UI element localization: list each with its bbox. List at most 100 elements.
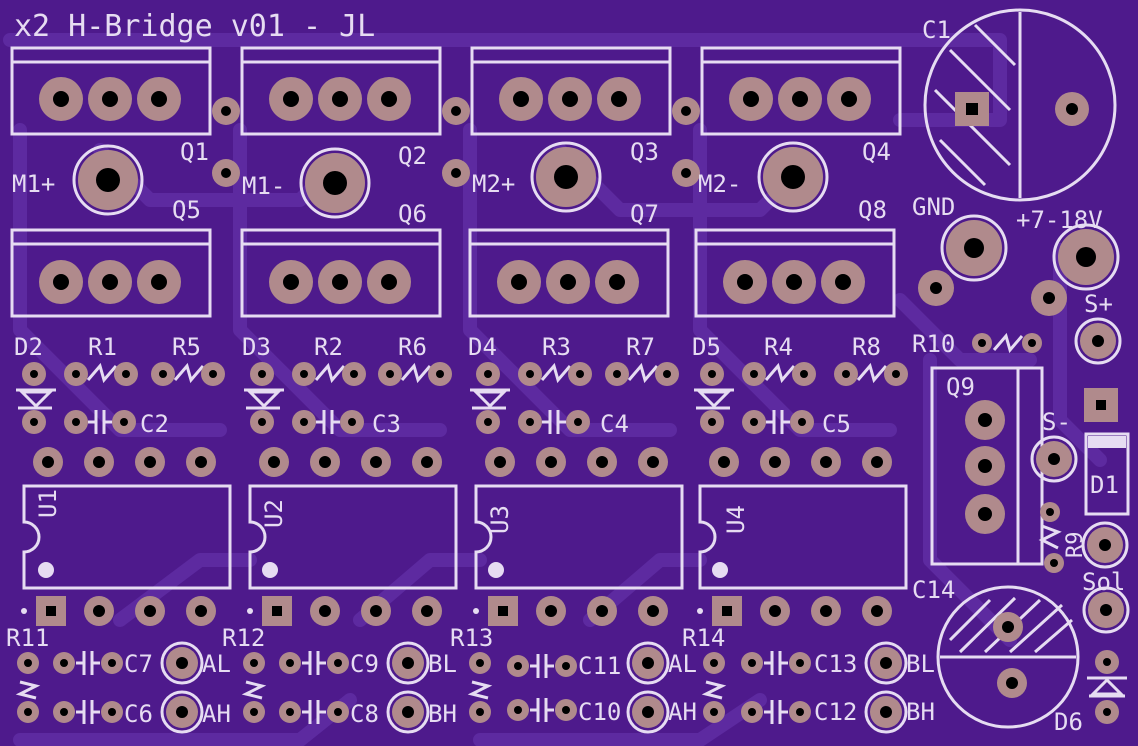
label-s-plus: S+ bbox=[1084, 290, 1113, 318]
terminal-m1-plus bbox=[72, 144, 144, 216]
label-r12: R12 bbox=[222, 624, 265, 652]
mosfet-q1 bbox=[10, 46, 212, 136]
label-r14: R14 bbox=[682, 624, 725, 652]
label-c5: C5 bbox=[822, 410, 851, 438]
label-d3: D3 bbox=[242, 333, 271, 361]
diode-d6 bbox=[1087, 650, 1127, 724]
label-q7: Q7 bbox=[630, 200, 659, 228]
label-c3: C3 bbox=[372, 410, 401, 438]
bootstrap-group-2 bbox=[241, 641, 430, 734]
label-r8: R8 bbox=[852, 333, 881, 361]
mosfet-q2 bbox=[240, 46, 442, 136]
capacitor-c14 bbox=[936, 585, 1080, 729]
driver-group-1 bbox=[16, 362, 225, 434]
label-d6: D6 bbox=[1054, 708, 1083, 736]
label-r7: R7 bbox=[626, 333, 655, 361]
label-d1: D1 bbox=[1090, 471, 1119, 499]
terminal-vin bbox=[1052, 223, 1120, 291]
label-bl-1: BL bbox=[428, 650, 457, 678]
label-al-1: AL bbox=[202, 650, 231, 678]
label-c9: C9 bbox=[350, 650, 379, 678]
label-m1-minus: M1- bbox=[242, 172, 285, 200]
label-m2-plus: M2+ bbox=[472, 170, 515, 198]
label-q6: Q6 bbox=[398, 200, 427, 228]
label-bh-2: BH bbox=[906, 698, 935, 726]
terminal-m1-minus bbox=[299, 147, 371, 219]
label-m1-plus: M1+ bbox=[12, 170, 55, 198]
mosfet-q6 bbox=[240, 228, 442, 318]
label-c7: C7 bbox=[124, 650, 153, 678]
capacitor-c1 bbox=[923, 8, 1117, 202]
label-c10: C10 bbox=[578, 698, 621, 726]
terminal-s-minus bbox=[1030, 388, 1118, 483]
label-c11: C11 bbox=[578, 652, 621, 680]
mosfet-q3 bbox=[470, 46, 672, 136]
label-r13: R13 bbox=[450, 624, 493, 652]
label-r4: R4 bbox=[764, 333, 793, 361]
terminal-m2-plus bbox=[530, 141, 602, 213]
label-ah-1: AH bbox=[202, 700, 231, 728]
terminal-s-plus bbox=[1074, 317, 1122, 365]
mosfet-q5 bbox=[10, 228, 212, 318]
ic-u3 bbox=[473, 447, 684, 626]
driver-group-4 bbox=[694, 362, 908, 434]
terminal-m2-minus bbox=[757, 141, 829, 213]
label-u1: U1 bbox=[34, 489, 62, 518]
ic-u1 bbox=[21, 447, 232, 626]
label-d4: D4 bbox=[468, 333, 497, 361]
label-ah-2: AH bbox=[668, 698, 697, 726]
mosfet-q8 bbox=[694, 228, 896, 318]
label-q5: Q5 bbox=[172, 196, 201, 224]
label-gnd: GND bbox=[912, 193, 955, 221]
label-d2: D2 bbox=[14, 333, 43, 361]
driver-group-3 bbox=[470, 362, 679, 434]
label-al-2: AL bbox=[668, 650, 697, 678]
label-c6: C6 bbox=[124, 700, 153, 728]
resistor-r10 bbox=[972, 332, 1042, 354]
label-c2: C2 bbox=[140, 410, 169, 438]
label-q4: Q4 bbox=[862, 138, 891, 166]
label-u4: U4 bbox=[722, 505, 750, 534]
label-vin: +7-18V bbox=[1016, 206, 1103, 234]
label-r1: R1 bbox=[88, 333, 117, 361]
label-c8: C8 bbox=[350, 700, 379, 728]
label-c13: C13 bbox=[814, 650, 857, 678]
label-q8: Q8 bbox=[858, 196, 887, 224]
label-r5: R5 bbox=[172, 333, 201, 361]
label-c4: C4 bbox=[600, 410, 629, 438]
board-title: x2 H-Bridge v01 - JL bbox=[14, 9, 375, 44]
label-q9: Q9 bbox=[946, 373, 975, 401]
label-c12: C12 bbox=[814, 698, 857, 726]
mosfet-q4 bbox=[700, 46, 902, 136]
label-q3: Q3 bbox=[630, 138, 659, 166]
label-r6: R6 bbox=[398, 333, 427, 361]
label-c14: C14 bbox=[912, 576, 955, 604]
mosfet-q7 bbox=[468, 228, 670, 318]
label-s-minus: S- bbox=[1042, 408, 1071, 436]
label-sol: Sol bbox=[1082, 568, 1125, 596]
label-bl-2: BL bbox=[906, 650, 935, 678]
label-r3: R3 bbox=[542, 333, 571, 361]
bootstrap-group-1 bbox=[15, 641, 204, 734]
driver-group-2 bbox=[244, 362, 452, 434]
label-r10: R10 bbox=[912, 330, 955, 358]
label-u3: U3 bbox=[486, 505, 514, 534]
resistor-r9 bbox=[1038, 502, 1064, 573]
terminal-gnd bbox=[940, 214, 1008, 282]
vias-top bbox=[212, 97, 700, 187]
label-r2: R2 bbox=[314, 333, 343, 361]
label-d5: D5 bbox=[692, 333, 721, 361]
label-q1: Q1 bbox=[180, 138, 209, 166]
label-r11: R11 bbox=[6, 624, 49, 652]
label-bh-1: BH bbox=[428, 700, 457, 728]
label-m2-minus: M2- bbox=[698, 170, 741, 198]
ic-u2 bbox=[247, 447, 458, 626]
ic-u4 bbox=[697, 447, 908, 626]
terminal-sol bbox=[1081, 521, 1130, 634]
bootstrap-group-3 bbox=[467, 641, 670, 734]
diode-d1 bbox=[1084, 432, 1130, 516]
label-q2: Q2 bbox=[398, 142, 427, 170]
bootstrap-group-4 bbox=[701, 641, 908, 734]
